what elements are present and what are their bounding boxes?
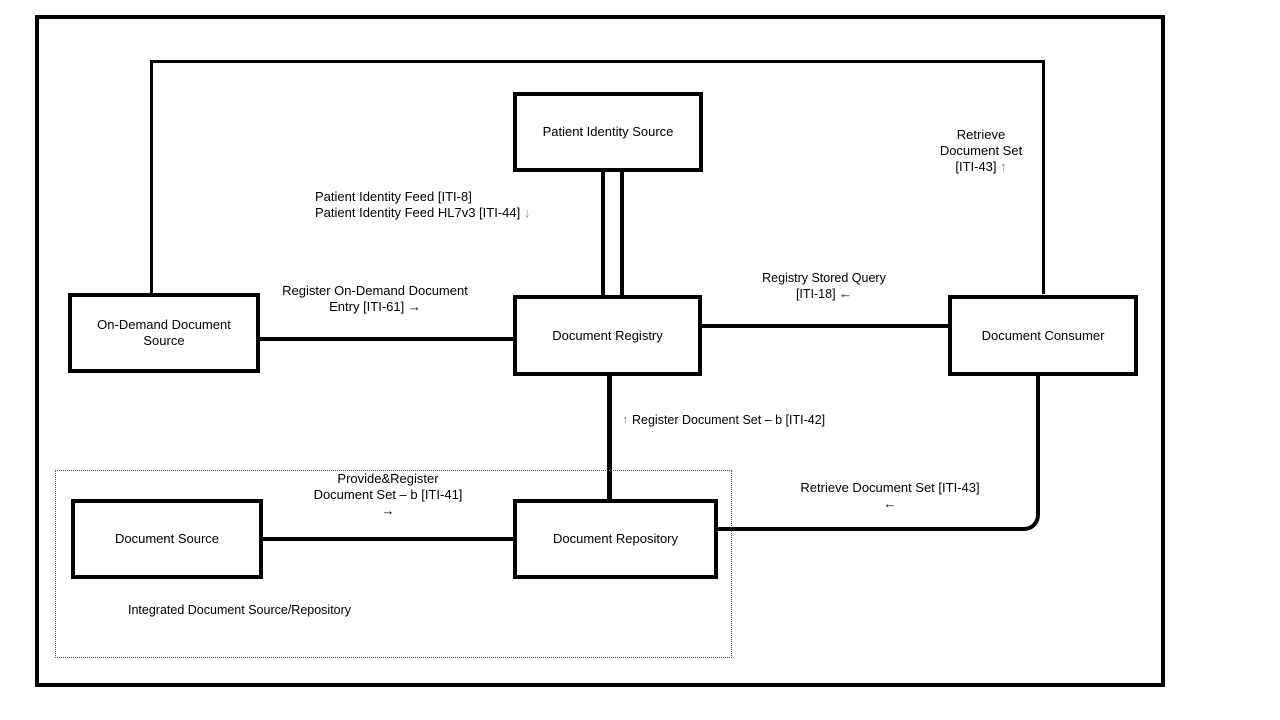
- retrieve-document-set-repository-label: Retrieve Document Set [ITI-43] ←: [789, 480, 991, 512]
- diagram-outer-frame: [35, 15, 1165, 687]
- document-repository-label: Document Repository: [553, 531, 678, 546]
- patient-identity-feed-line1: Patient Identity Feed [ITI-8]: [315, 189, 530, 205]
- register-document-set-b-label: ↑ Register Document Set – b [ITI-42]: [622, 412, 825, 428]
- register-on-demand-text1: Register On-Demand Document: [282, 283, 468, 298]
- register-on-demand-entry-label: Register On-Demand Document Entry [ITI-6…: [270, 283, 480, 315]
- connector-ondemand-to-consumer-loop: [150, 60, 1045, 294]
- registry-stored-query-label: Registry Stored Query [ITI-18] ←: [754, 270, 894, 302]
- connector-ondemand-registry: [258, 337, 515, 341]
- connector-source-repository: [261, 537, 515, 541]
- retrieve-repository-text1: Retrieve Document Set [ITI-43]: [800, 480, 980, 495]
- patient-identity-source-box: Patient Identity Source: [513, 92, 703, 172]
- integrated-group-label: Integrated Document Source/Repository: [128, 602, 351, 618]
- patient-identity-feed-text1: Patient Identity Feed [ITI-8]: [315, 189, 472, 204]
- retrieve-repository-line1: Retrieve Document Set [ITI-43]: [789, 480, 991, 496]
- down-arrow-icon: ↓: [523, 205, 531, 220]
- provide-register-line1: Provide&Register: [303, 471, 473, 487]
- on-demand-document-source-label: On-Demand Document Source: [97, 317, 231, 348]
- registry-stored-query-line1: Registry Stored Query: [754, 270, 894, 286]
- connector-identity-feed-line-2: [620, 172, 624, 295]
- up-arrow-icon: ↑: [622, 412, 629, 427]
- register-on-demand-line2: Entry [ITI-61] →: [270, 299, 480, 315]
- patient-identity-feed-line2: Patient Identity Feed HL7v3 [ITI-44] ↓: [315, 205, 530, 221]
- registry-stored-query-line2: [ITI-18] ←: [754, 286, 894, 302]
- retrieve-ondemand-line1: Retrieve: [926, 127, 1036, 143]
- retrieve-ondemand-text3: [ITI-43]: [955, 159, 997, 174]
- register-on-demand-line1: Register On-Demand Document: [270, 283, 480, 299]
- patient-identity-feed-text2: Patient Identity Feed HL7v3 [ITI-44]: [315, 205, 521, 220]
- left-arrow-icon: ←: [839, 286, 853, 301]
- document-consumer-box: Document Consumer: [948, 295, 1138, 376]
- provide-and-register-label: Provide&Register Document Set – b [ITI-4…: [303, 471, 473, 519]
- left-arrow-icon: ←: [883, 496, 897, 511]
- patient-identity-feed-label: Patient Identity Feed [ITI-8] Patient Id…: [315, 189, 530, 221]
- retrieve-document-set-ondemand-label: Retrieve Document Set [ITI-43] ↑: [926, 127, 1036, 175]
- document-consumer-label: Document Consumer: [981, 327, 1105, 343]
- provide-register-text2: Document Set – b [ITI-41]: [313, 487, 463, 502]
- register-document-set-b-text: Register Document Set – b [ITI-42]: [631, 413, 826, 427]
- connector-consumer-repository: [718, 376, 1040, 531]
- document-source-label: Document Source: [114, 531, 220, 546]
- right-arrow-icon: →: [381, 503, 395, 518]
- register-on-demand-text2: Entry [ITI-61]: [329, 299, 405, 314]
- registry-stored-query-text1: Registry Stored Query: [762, 271, 886, 285]
- integrated-group-text: Integrated Document Source/Repository: [128, 603, 352, 617]
- retrieve-repository-line2: ←: [789, 496, 991, 512]
- document-registry-box: Document Registry: [513, 295, 702, 376]
- retrieve-ondemand-line3: [ITI-43] ↑: [926, 159, 1036, 175]
- document-source-box: Document Source: [71, 499, 263, 579]
- retrieve-ondemand-line2: Document Set: [926, 143, 1036, 159]
- retrieve-ondemand-text1: Retrieve: [956, 127, 1006, 142]
- provide-register-line2: Document Set – b [ITI-41]: [303, 487, 473, 503]
- integrated-source-repository-group: [55, 470, 732, 658]
- connector-registry-consumer: [700, 324, 950, 328]
- document-registry-label: Document Registry: [552, 327, 663, 343]
- registry-stored-query-text2: [ITI-18]: [795, 287, 836, 301]
- document-repository-box: Document Repository: [513, 499, 718, 579]
- right-arrow-icon: →: [407, 299, 421, 314]
- patient-identity-source-label: Patient Identity Source: [542, 124, 674, 139]
- up-arrow-icon: ↑: [1000, 159, 1007, 174]
- on-demand-document-source-box: On-Demand Document Source: [68, 293, 260, 373]
- provide-register-line3: →: [303, 503, 473, 519]
- connector-identity-feed-line-1: [601, 172, 605, 295]
- provide-register-text1: Provide&Register: [337, 471, 439, 486]
- connector-registry-repository: [607, 374, 612, 501]
- retrieve-ondemand-text2: Document Set: [939, 143, 1023, 158]
